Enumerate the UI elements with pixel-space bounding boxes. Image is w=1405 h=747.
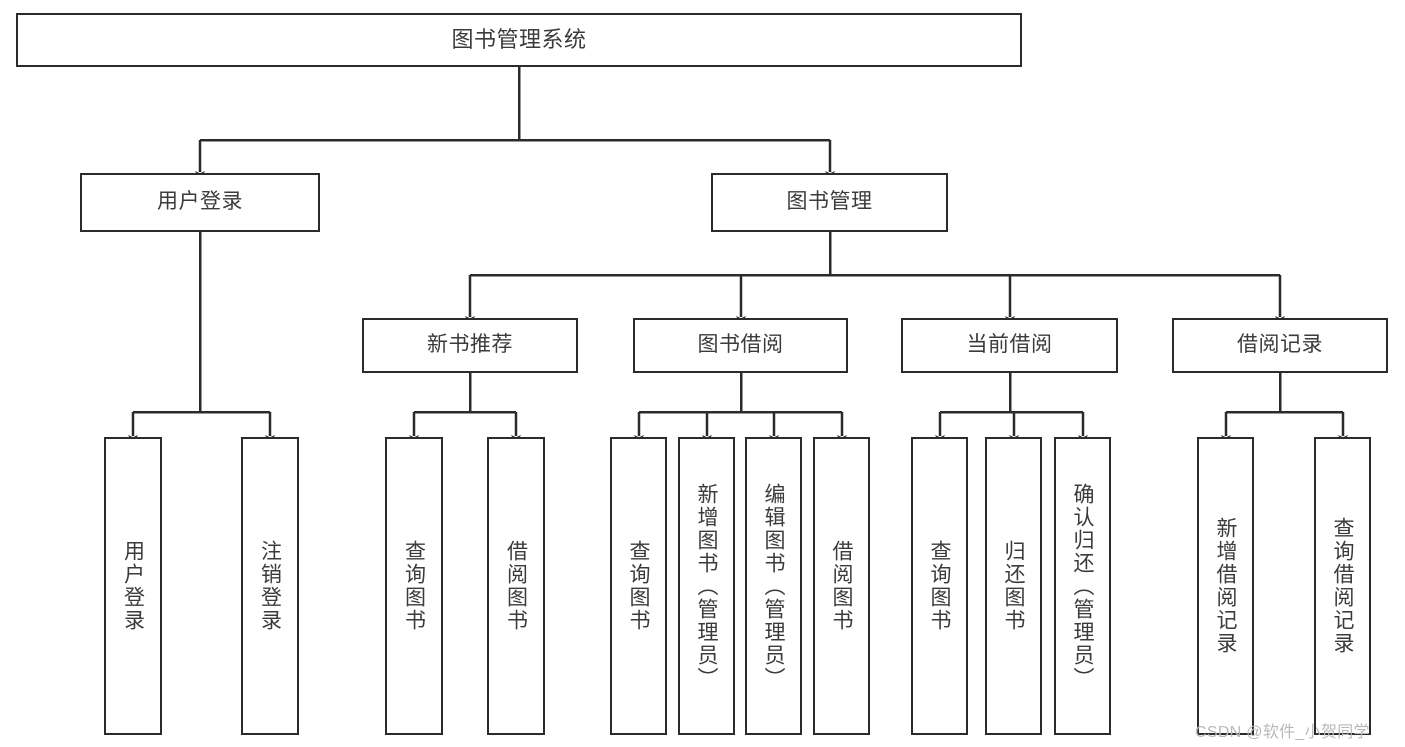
- node-leaf-edit-book-admin[interactable]: 编辑图书（管理员）: [745, 437, 802, 735]
- node-leaf-user-login[interactable]: 用户登录: [104, 437, 162, 735]
- node-leaf-add-borrow-record[interactable]: 新增借阅记录: [1197, 437, 1254, 735]
- node-leaf-return-book[interactable]: 归还图书: [985, 437, 1042, 735]
- node-current-borrow[interactable]: 当前借阅: [901, 318, 1118, 373]
- node-label-borrow-record: 借阅记录: [1237, 333, 1323, 357]
- node-label-book-borrow: 图书借阅: [697, 333, 784, 357]
- node-label-leaf-return-book: 归还图书: [1002, 540, 1025, 632]
- node-label-book-management: 图书管理: [786, 190, 873, 214]
- node-label-leaf-add-book-admin: 新增图书（管理员）: [695, 482, 718, 690]
- edge-group: [128, 67, 1348, 444]
- node-user-login[interactable]: 用户登录: [80, 173, 320, 232]
- node-leaf-query-borrow-record[interactable]: 查询借阅记录: [1314, 437, 1371, 735]
- node-label-new-book-recommend: 新书推荐: [427, 333, 513, 357]
- node-label-user-login: 用户登录: [157, 190, 243, 214]
- node-label-leaf-query-book-2: 查询图书: [627, 540, 650, 632]
- node-leaf-query-book-3[interactable]: 查询图书: [911, 437, 968, 735]
- node-label-leaf-borrow-book-1: 借阅图书: [504, 540, 528, 632]
- node-label-leaf-borrow-book-2: 借阅图书: [830, 540, 853, 632]
- watermark-label: CSDN @软件_小贺同学: [1195, 724, 1370, 741]
- node-borrow-record[interactable]: 借阅记录: [1172, 318, 1388, 373]
- node-new-book-recommend[interactable]: 新书推荐: [362, 318, 578, 373]
- node-leaf-add-book-admin[interactable]: 新增图书（管理员）: [678, 437, 735, 735]
- node-leaf-query-book-1[interactable]: 查询图书: [385, 437, 443, 735]
- node-leaf-query-book-2[interactable]: 查询图书: [610, 437, 667, 735]
- node-label-leaf-user-logout: 注销登录: [258, 540, 282, 632]
- node-label-root: 图书管理系统: [451, 27, 587, 53]
- node-label-leaf-confirm-return-admin: 确认归还（管理员）: [1071, 482, 1094, 690]
- node-label-leaf-query-book-1: 查询图书: [402, 540, 426, 632]
- node-root[interactable]: 图书管理系统: [16, 13, 1022, 67]
- node-label-leaf-edit-book-admin: 编辑图书（管理员）: [762, 482, 785, 690]
- node-label-current-borrow: 当前借阅: [966, 333, 1053, 357]
- node-book-borrow[interactable]: 图书借阅: [633, 318, 848, 373]
- node-label-leaf-user-login: 用户登录: [121, 540, 145, 632]
- node-book-management[interactable]: 图书管理: [711, 173, 948, 232]
- node-leaf-borrow-book-1[interactable]: 借阅图书: [487, 437, 545, 735]
- node-label-leaf-query-book-3: 查询图书: [928, 540, 951, 632]
- node-label-leaf-query-borrow-record: 查询借阅记录: [1331, 517, 1354, 655]
- node-label-leaf-add-borrow-record: 新增借阅记录: [1214, 517, 1237, 655]
- node-leaf-borrow-book-2[interactable]: 借阅图书: [813, 437, 870, 735]
- node-leaf-confirm-return-admin[interactable]: 确认归还（管理员）: [1054, 437, 1111, 735]
- node-leaf-user-logout[interactable]: 注销登录: [241, 437, 299, 735]
